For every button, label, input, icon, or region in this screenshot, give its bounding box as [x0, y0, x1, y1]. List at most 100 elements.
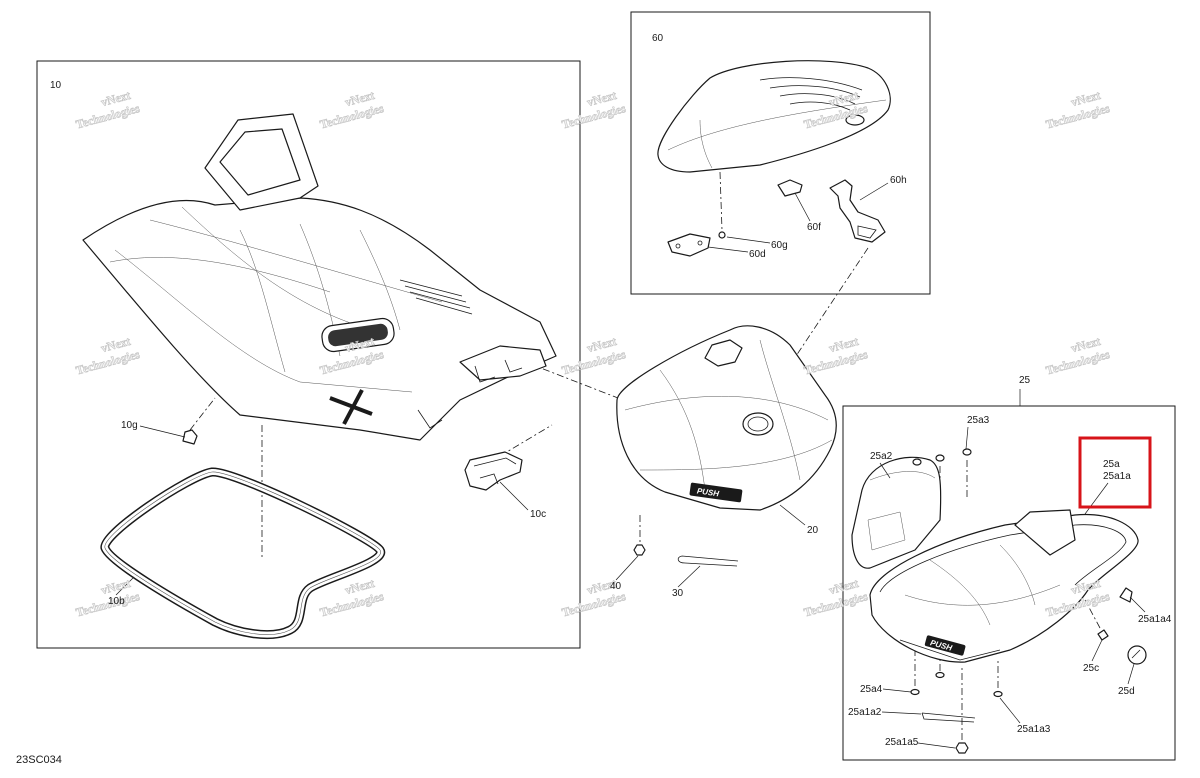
seat-underside-tab — [474, 359, 523, 383]
leader-25a4 — [882, 688, 912, 693]
panel-contour-line — [867, 511, 906, 551]
cover-latch-cutout — [845, 114, 865, 126]
watermark: vNext Technologies — [560, 334, 628, 378]
rod-part-30 — [677, 555, 739, 567]
watermark: vNext Technologies — [74, 576, 142, 620]
bin-push-badge-text: PUSH — [696, 486, 719, 498]
callout-25a1a5[interactable]: 25a1a5 — [885, 737, 919, 748]
fastener-25a3 — [912, 458, 922, 466]
cover-vent-rib — [779, 93, 856, 105]
fasteners-25a3 — [912, 448, 972, 466]
seat-grip-rib — [409, 291, 471, 309]
leader-60d — [707, 246, 749, 253]
callout-40[interactable]: 40 — [610, 581, 622, 592]
bin-contour-line — [624, 396, 829, 421]
nut-part-40 — [633, 544, 646, 556]
tray-side-box — [1014, 509, 1076, 556]
screw-part-25c — [1097, 629, 1109, 641]
callout-30[interactable]: 30 — [672, 588, 684, 599]
callout-60f[interactable]: 60f — [807, 222, 821, 233]
leader-10b — [115, 576, 135, 596]
callout-25[interactable]: 25 — [1019, 375, 1031, 386]
latch-handle-body — [829, 179, 886, 243]
assembly-line-cover-screw — [719, 171, 723, 231]
seat-logo-badge-inner — [328, 323, 388, 347]
callout-25a1a4[interactable]: 25a1a4 — [1138, 614, 1172, 625]
callout-25c[interactable]: 25c — [1083, 663, 1099, 674]
clip-part-10g — [182, 429, 198, 445]
drawing-id: 23SC034 — [16, 754, 62, 766]
callout-25a1a2[interactable]: 25a1a2 — [848, 707, 882, 718]
leader-10c — [499, 481, 529, 511]
seat-part — [82, 113, 557, 441]
seat-underside-tab — [417, 409, 443, 429]
panel-contour-line — [869, 471, 936, 481]
seat-logo-badge — [321, 317, 395, 353]
seat-x-emblem — [329, 389, 373, 425]
assembly-line-tray-f8 — [1084, 599, 1101, 629]
watermark: vNext Technologies — [74, 88, 142, 132]
callout-60[interactable]: 60 — [652, 33, 664, 44]
tray-part-25: PUSH — [869, 509, 1139, 663]
callout-60h[interactable]: 60h — [890, 175, 907, 186]
fastener-25a3 — [962, 448, 972, 456]
washer-part-25a4 — [910, 688, 920, 696]
cover-vent-rib — [769, 85, 861, 98]
callout-10b[interactable]: 10b — [108, 596, 125, 607]
callout-10c[interactable]: 10c — [530, 509, 546, 520]
leader-25a1a5 — [917, 742, 956, 749]
clip-part-25a1a4 — [1119, 587, 1133, 603]
seat-contour-line — [149, 219, 443, 303]
callout-25a1a[interactable]: 25a1a — [1103, 471, 1131, 482]
cap-disc — [1127, 645, 1147, 665]
callout-60d[interactable]: 60d — [749, 249, 766, 260]
highlight-box-25a — [1078, 436, 1152, 509]
callout-60g[interactable]: 60g — [771, 240, 788, 251]
tray-skid — [899, 639, 1001, 661]
seat-underside-bracket — [459, 345, 547, 381]
callout-20[interactable]: 20 — [807, 525, 819, 536]
callout-10g[interactable]: 10g — [121, 420, 138, 431]
leader-60g — [726, 236, 771, 244]
watermark: vNext Technologies — [318, 88, 386, 132]
tray-push-badge-plate — [924, 635, 966, 656]
latch-handle-part-60h — [829, 179, 886, 243]
pin-part-25a1a2 — [921, 712, 976, 723]
leader-60f — [794, 192, 811, 222]
gasket-center-line — [104, 471, 381, 635]
cover-vent-rib — [789, 101, 851, 111]
bracket-hole — [675, 243, 681, 249]
callout-25a3[interactable]: 25a3 — [967, 415, 990, 426]
callout-25a[interactable]: 25a — [1103, 459, 1120, 470]
seat-contour-line — [359, 229, 401, 331]
leader-25a1a3 — [999, 697, 1021, 724]
bracket-hole — [697, 240, 703, 246]
bin-contour-line — [759, 339, 801, 481]
callout-25d[interactable]: 25d — [1118, 686, 1135, 697]
gasket-part-10b — [100, 467, 385, 640]
clip-part-60f — [777, 179, 803, 197]
assembly-line-clip-seat — [189, 397, 216, 431]
cover-vent-rib — [759, 77, 863, 91]
latch-handle-grip — [857, 225, 877, 239]
tray-inner-rim — [879, 524, 1127, 593]
leader-25a1a2 — [881, 711, 922, 715]
leader-25a2 — [879, 462, 891, 479]
leader-25a1a4 — [1129, 596, 1146, 613]
watermark: vNext Technologies — [1044, 88, 1112, 132]
callout-25a2[interactable]: 25a2 — [870, 451, 893, 462]
callout-25a4[interactable]: 25a4 — [860, 684, 883, 695]
callout-25a1a3[interactable]: 25a1a3 — [1017, 724, 1051, 735]
cap-mark — [1131, 649, 1141, 659]
leader-25a1a — [1084, 482, 1109, 515]
frame-seat-10 — [36, 60, 581, 649]
cover-contour-line — [667, 99, 887, 151]
nut-part-25a1a5 — [955, 742, 969, 754]
callout-10[interactable]: 10 — [50, 80, 62, 91]
seat-contour-line — [114, 249, 413, 393]
watermark: vNext Technologies — [1044, 334, 1112, 378]
assembly-line-latch-bin — [499, 424, 553, 457]
leader-40 — [615, 555, 639, 581]
seat-grab-handle-opening — [219, 128, 301, 196]
screw-part-60g — [718, 231, 726, 239]
